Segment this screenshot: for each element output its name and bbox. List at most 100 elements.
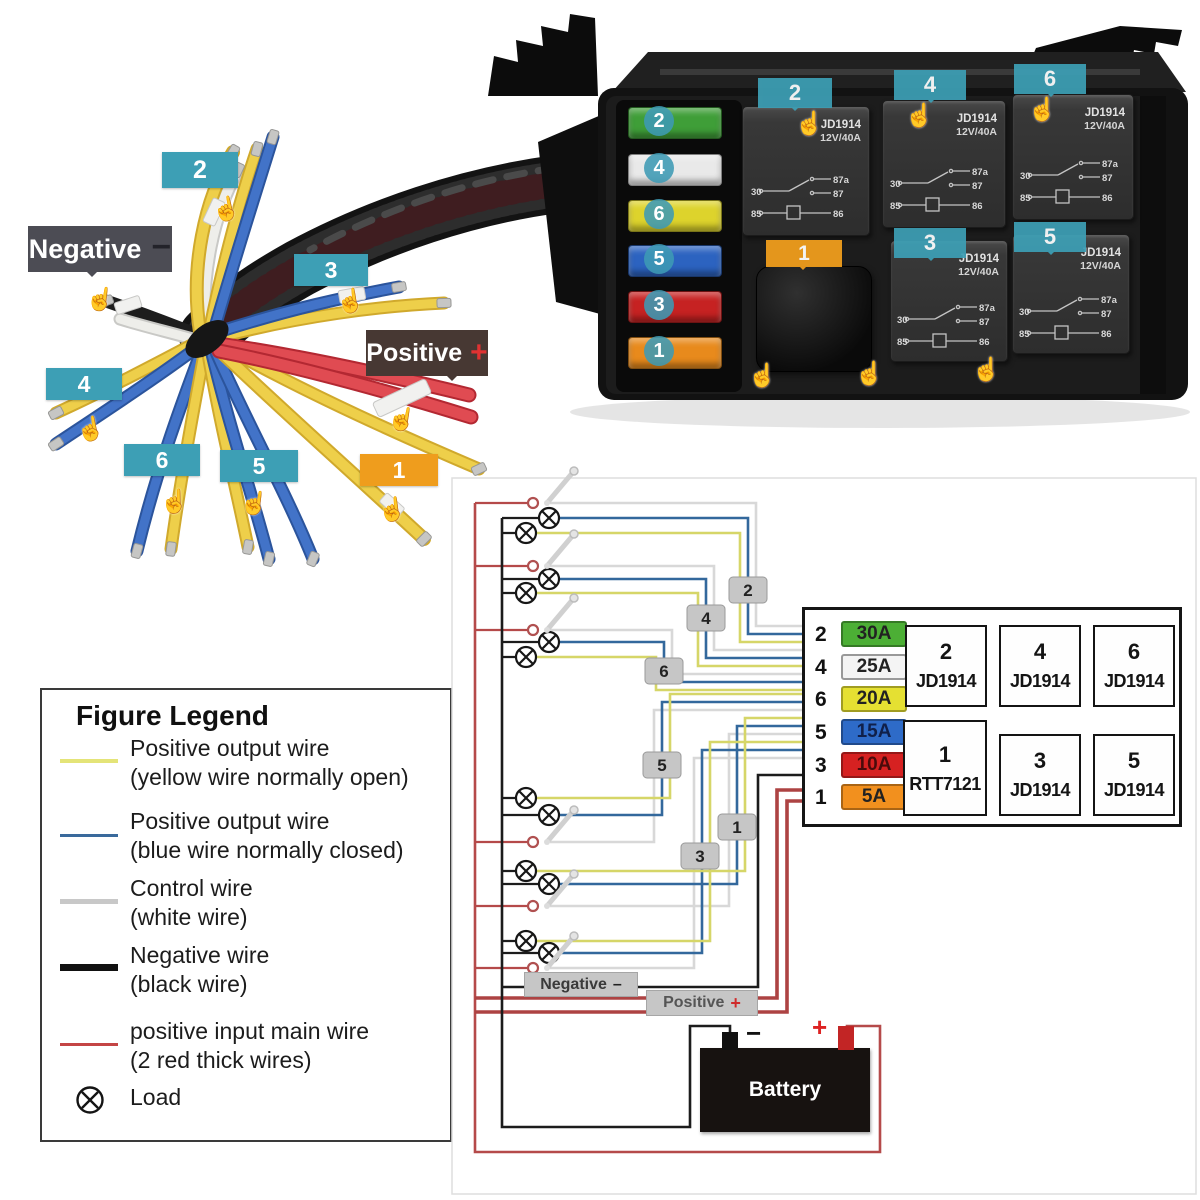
fuse-30a-pill: 30A <box>841 621 907 647</box>
wire-badge-1: 1 <box>360 454 438 486</box>
control-switches <box>528 467 578 973</box>
fuse-row-number: 3 <box>815 754 827 777</box>
hand-cursor-icon: ☝ <box>748 362 777 388</box>
fuse-row-number: 5 <box>815 721 827 744</box>
positive-label-text: Positive <box>366 338 463 367</box>
pin-87: 87 <box>833 189 844 200</box>
legend-label: Positive output wire <box>130 808 330 834</box>
battery-positive-terminal <box>838 1026 854 1050</box>
hand-cursor-icon: ☝ <box>376 494 408 524</box>
relay-model: JD1914 <box>1080 247 1121 259</box>
hand-cursor-icon: ☝ <box>334 286 367 316</box>
pin-87a: 87a <box>972 167 989 178</box>
hand-cursor-icon: ☝ <box>386 403 419 435</box>
bundle-badges: 2 4 6 5 1 3 <box>642 576 768 870</box>
fuse-20a-pill: 20A <box>841 686 907 712</box>
battery-negative-terminal <box>722 1032 738 1050</box>
relay-number: 3 <box>1033 748 1047 773</box>
table-relay-4: 4 JD1914 <box>999 625 1081 707</box>
fuse-amp: 10A <box>856 754 892 775</box>
pin-85: 85 <box>751 209 762 220</box>
braided-cable-sleeve <box>179 155 586 365</box>
fuse-number-5: 5 <box>644 244 674 274</box>
fuse-30a-green <box>628 107 722 139</box>
legend-sublabel: (blue wire normally closed) <box>130 837 404 863</box>
relay-model: JD1914 <box>958 253 999 265</box>
pin-85: 85 <box>890 201 901 212</box>
pin-86: 86 <box>972 201 983 212</box>
box-shadow <box>570 396 1190 428</box>
table-relay-1: 1 RTT7121 <box>903 720 987 816</box>
fuse-15a-pill: 15A <box>841 719 907 745</box>
fuse-amp: 25A <box>856 656 892 677</box>
bundle-badge-1: 1 <box>732 818 741 837</box>
pin-30: 30 <box>897 315 908 326</box>
relay-badge-2: 2 <box>758 78 832 111</box>
fuse-5a-pill: 5A <box>841 784 907 810</box>
pin-86: 86 <box>833 209 844 220</box>
pin-30: 30 <box>751 187 762 198</box>
table-relay-5: 5 JD1914 <box>1093 734 1175 816</box>
battery-label: Battery <box>748 1078 822 1101</box>
bundle-badge-2: 2 <box>743 581 752 600</box>
relay-pin-diagram: 30 87a 87 85 86 <box>897 303 996 348</box>
load-symbols <box>514 506 561 965</box>
fuse-row-number: 2 <box>815 623 827 646</box>
pin-86: 86 <box>1102 193 1113 204</box>
black-wire-swatch <box>60 964 118 971</box>
pin-30: 30 <box>1019 307 1030 318</box>
relay-rating: 12V/40A <box>958 266 999 278</box>
hand-cursor-icon: ☝ <box>73 413 107 445</box>
pin-87: 87 <box>1102 173 1113 184</box>
hand-cursor-icon: ☝ <box>84 284 117 314</box>
fuse-25a-pill: 25A <box>841 654 907 680</box>
relay-model: JD1914 <box>820 119 861 131</box>
table-relay-3: 3 JD1914 <box>999 734 1081 816</box>
fuse-number-1: 1 <box>644 336 674 366</box>
bundle-badge-4: 4 <box>701 609 711 628</box>
load-symbol-icon <box>76 1086 104 1114</box>
legend-label: Positive output wire <box>130 735 330 761</box>
legend-sublabel: (white wire) <box>130 904 248 930</box>
red-wire-swatch <box>60 1043 118 1046</box>
box-right-edge <box>1140 96 1166 394</box>
fuse-amp: 5A <box>861 786 887 807</box>
hand-cursor-icon: ☝ <box>238 488 271 518</box>
fuse-amp: 15A <box>856 721 892 742</box>
relay-rating: 12V/40A <box>1084 120 1125 132</box>
pin-87a: 87a <box>1102 159 1119 170</box>
relay-pin-diagram: 30 87a 87 85 86 <box>890 167 989 212</box>
figure-legend: Figure Legend Positive output wire (yell… <box>40 688 452 1142</box>
negative-label: Negative <box>540 975 607 993</box>
positive-wire-label: Positive+ <box>366 330 488 381</box>
relay-4-photo: JD1914 12V/40A 30 87a 87 85 86 <box>882 100 1006 228</box>
plus-sign: + <box>730 992 741 1013</box>
wire-badge-6: 6 <box>124 444 200 476</box>
pin-87a: 87a <box>833 175 850 186</box>
legend-label: Control wire <box>130 875 253 901</box>
bundle-badge-5: 5 <box>657 756 666 775</box>
schematic-border <box>451 477 1197 1195</box>
hand-cursor-icon: ☝ <box>160 488 189 514</box>
relay-badge-6: 6 <box>1014 64 1086 97</box>
hand-cursor-icon: ☝ <box>795 110 824 136</box>
fuse-amp: 30A <box>856 623 892 644</box>
wire-badge-3: 3 <box>294 254 368 286</box>
relay-pin-diagram: 30 87a 87 85 86 <box>1020 159 1119 204</box>
battery: Battery <box>700 1048 870 1132</box>
schematic-negative-badge: Negative – <box>524 972 638 997</box>
fuse-25a-white <box>628 154 722 186</box>
relay-6-photo: JD1914 12V/40A 30 87a 87 85 86 <box>1012 94 1134 220</box>
relay-badge-5: 5 <box>1014 222 1086 255</box>
relay-rating: 12V/40A <box>956 126 997 138</box>
battery-minus-sign: − <box>746 1018 762 1048</box>
relay-badge-3: 3 <box>894 228 966 261</box>
control-wires-white <box>550 501 802 970</box>
relay-model: JD1914 <box>915 671 977 691</box>
fuse-number-3: 3 <box>644 290 674 320</box>
schematic-positive-badge: Positive + <box>646 990 758 1016</box>
relay-pin-diagram: 30 87a 87 85 86 <box>1019 295 1118 340</box>
legend-label: Load <box>130 1084 182 1110</box>
wire-label-bands <box>113 197 432 518</box>
table-relay-6: 6 JD1914 <box>1093 625 1175 707</box>
